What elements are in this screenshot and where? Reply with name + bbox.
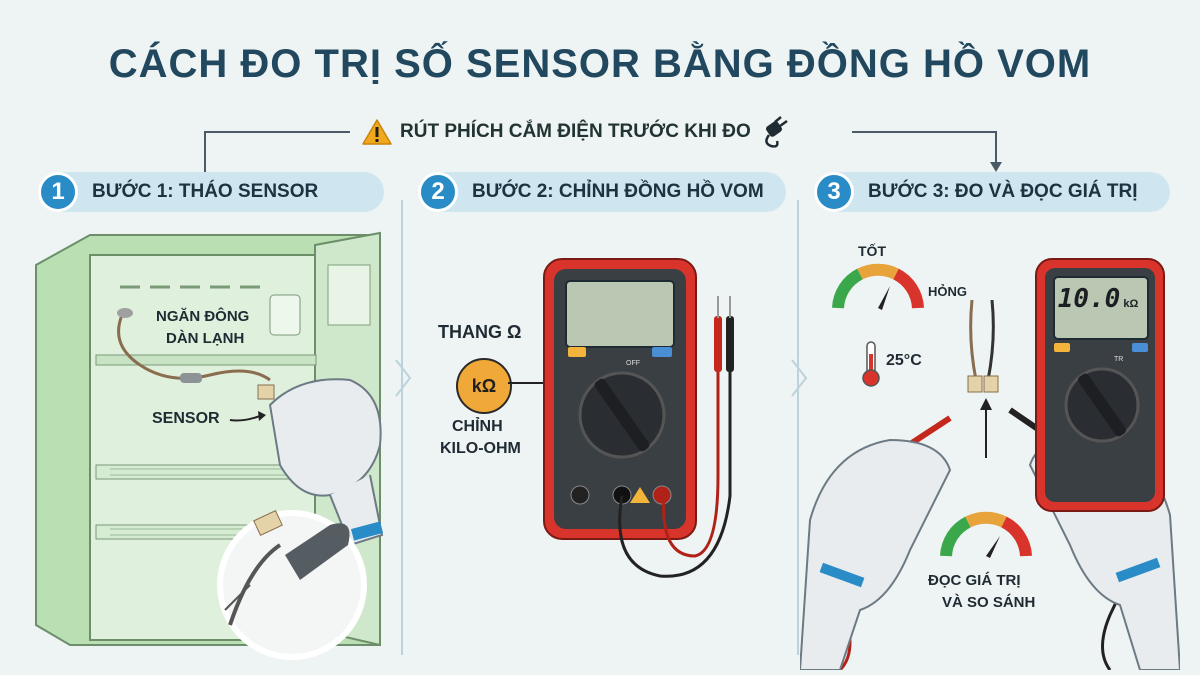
- gauge-icon-top: [832, 263, 924, 310]
- sensor-under-test: [967, 300, 999, 458]
- adjust-label-1: CHỈNH: [452, 418, 503, 435]
- scale-label: THANG Ω: [438, 322, 522, 342]
- step-1-header: 1 BƯỚC 1: THÁO SENSOR: [38, 172, 384, 212]
- meter-reading: 10.0 kΩ: [1057, 284, 1139, 314]
- step-3-label: BƯỚC 3: ĐO VÀ ĐỌC GIÁ TRỊ: [868, 181, 1138, 202]
- step-2-label: BƯỚC 2: CHỈNH ĐỒNG HỒ VOM: [472, 181, 764, 202]
- bad-label: HỎNG: [928, 284, 967, 299]
- freezer-label-1: NGĂN ĐÔNG: [156, 308, 250, 325]
- dial-off-label: OFF: [626, 360, 640, 367]
- read-label-2: VÀ SO SÁNH: [942, 594, 1036, 611]
- left-hand-with-probe: [800, 415, 952, 670]
- good-label: TỐT: [858, 243, 886, 259]
- freezer-label-2: DÀN LẠNH: [166, 330, 245, 347]
- step-3-badge: 3: [814, 172, 854, 212]
- step-3-header: 3 BƯỚC 3: ĐO VÀ ĐỌC GIÁ TRỊ: [814, 172, 1170, 212]
- step-1-badge: 1: [38, 172, 78, 212]
- plug-icon: [764, 116, 788, 148]
- step-2-header: 2 BƯỚC 2: CHỈNH ĐỒNG HỒ VOM: [418, 172, 786, 212]
- read-label-1: ĐỌC GIÁ TRỊ: [928, 572, 1021, 589]
- adjust-label-2: KILO-OHM: [440, 440, 521, 457]
- temperature-label: 25°C: [886, 352, 922, 369]
- dial-tr-label: TR: [1114, 356, 1123, 363]
- step-1-label: BƯỚC 1: THÁO SENSOR: [92, 181, 319, 202]
- warning-banner: RÚT PHÍCH CẮM ĐIỆN TRƯỚC KHI ĐO: [350, 112, 805, 152]
- thermometer-icon: [862, 341, 880, 387]
- fridge-illustration: [35, 231, 384, 660]
- sensor-label: SENSOR: [152, 410, 220, 427]
- multimeter-step-3: TR: [1035, 258, 1165, 512]
- multimeter-step-2: OFF: [543, 258, 697, 540]
- gauge-icon-bottom: [940, 511, 1032, 558]
- test-leads-step-2: [618, 296, 734, 578]
- kilo-ohm-badge: kΩ: [456, 358, 512, 414]
- step-2-badge: 2: [418, 172, 458, 212]
- page-title: CÁCH ĐO TRỊ SỐ SENSOR BẰNG ĐỒNG HỒ VOM: [108, 42, 1092, 86]
- reading-value: 10.0: [1057, 284, 1121, 314]
- reading-unit: kΩ: [1123, 298, 1139, 310]
- sensor-pointer-arrow: [229, 411, 266, 422]
- warning-icon: [362, 119, 392, 145]
- warning-text: RÚT PHÍCH CẮM ĐIỆN TRƯỚC KHI ĐO: [400, 121, 751, 142]
